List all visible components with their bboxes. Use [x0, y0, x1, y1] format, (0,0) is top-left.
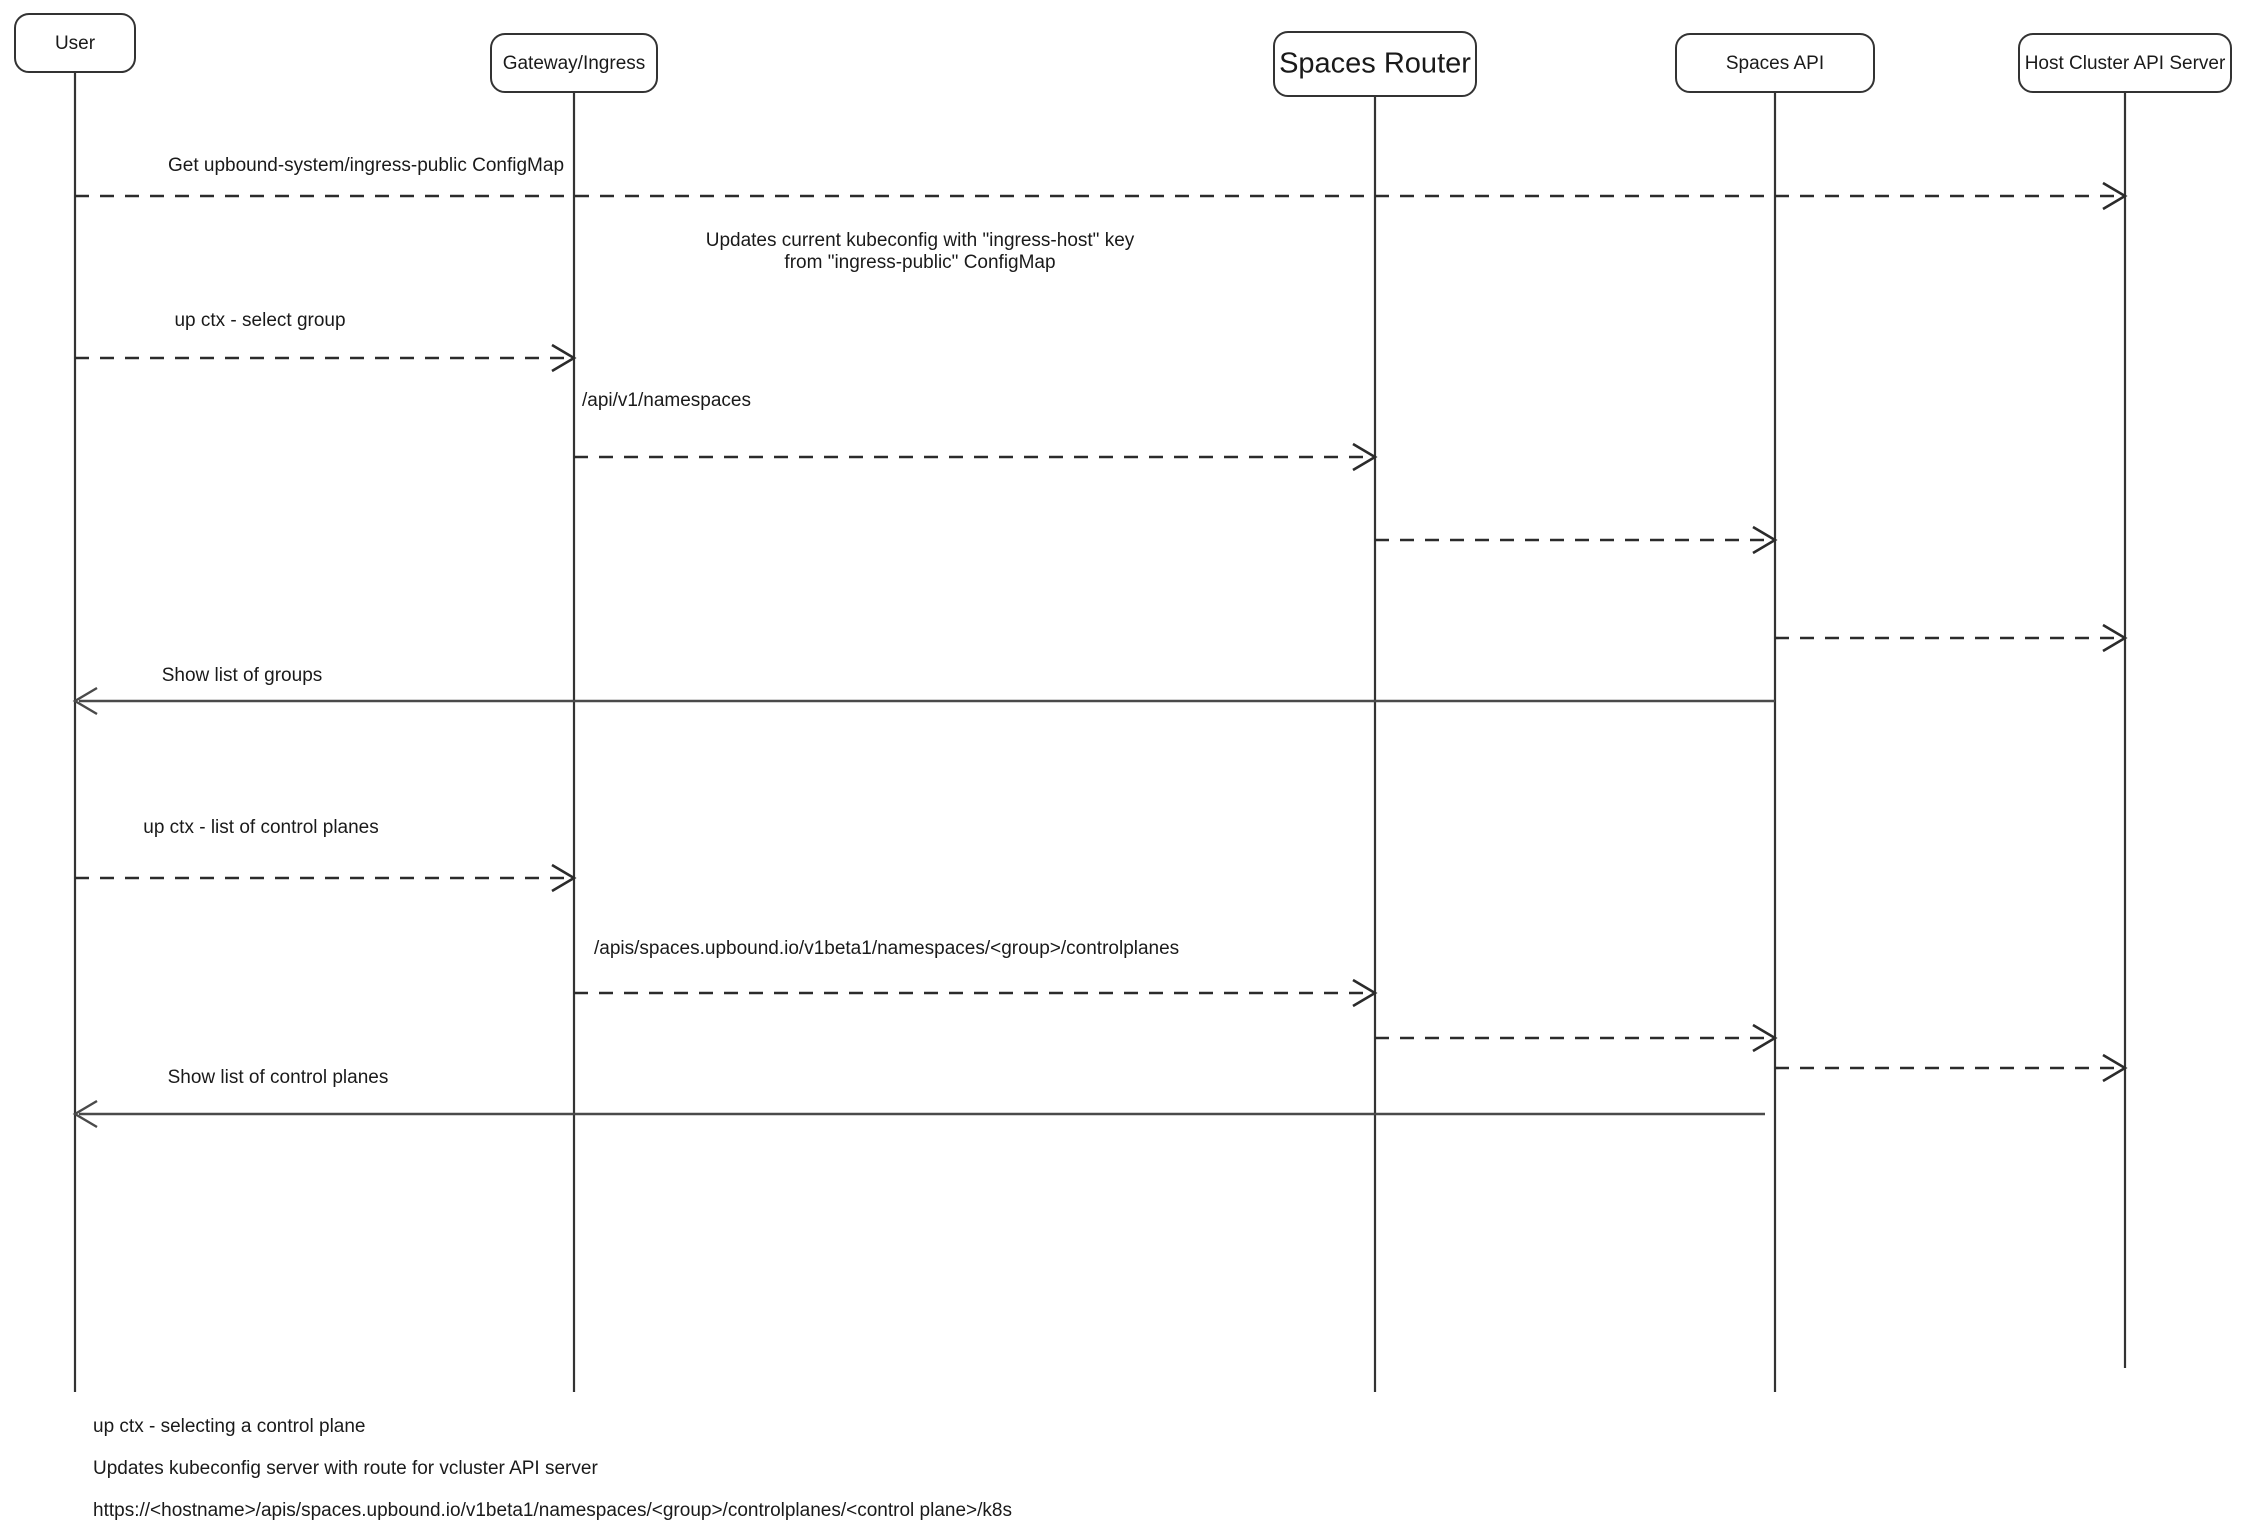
message-label-m8: /apis/spaces.upbound.io/v1beta1/namespac… — [594, 938, 1179, 959]
participant-label-router: Spaces Router — [1279, 48, 1471, 80]
note-n1-line-0: Updates current kubeconfig with "ingress… — [706, 230, 1135, 251]
message-m3 — [574, 442, 1378, 472]
message-m4 — [1375, 525, 1778, 555]
lifelines-layer — [73, 72, 2127, 1392]
arrow-head-icon-m1 — [2102, 181, 2128, 211]
arrow-head-icon-m6 — [72, 686, 98, 716]
note-n1-line-1: from "ingress-public" ConfigMap — [784, 252, 1055, 273]
arrow-head-icon-m2 — [551, 343, 577, 373]
participant-gateway[interactable]: Gateway/Ingress — [490, 33, 658, 93]
message-label-m6: Show list of groups — [162, 665, 323, 686]
message-m8 — [574, 978, 1378, 1008]
message-m9 — [1375, 1023, 1778, 1053]
labels-layer: Get upbound-system/ingress-public Config… — [143, 155, 1179, 1088]
participant-box-spaces_api[interactable] — [1675, 33, 1875, 93]
participant-label-spaces_api: Spaces API — [1726, 53, 1824, 74]
footer-notes-layer: up ctx - selecting a control planeUpdate… — [93, 1416, 1012, 1521]
participant-label-user: User — [55, 33, 96, 54]
participant-label-gateway: Gateway/Ingress — [503, 53, 646, 74]
message-m7 — [75, 863, 577, 893]
message-m1 — [75, 181, 2128, 211]
participant-box-gateway[interactable] — [490, 33, 658, 93]
arrow-head-icon-m8 — [1352, 978, 1378, 1008]
arrow-head-icon-m7 — [551, 863, 577, 893]
arrow-head-icon-m3 — [1352, 442, 1378, 472]
arrow-head-icon-m11 — [72, 1099, 98, 1129]
participant-router[interactable]: Spaces Router — [1273, 31, 1477, 97]
message-label-m11: Show list of control planes — [168, 1067, 389, 1088]
message-label-m2: up ctx - select group — [174, 310, 345, 331]
message-label-m3: /api/v1/namespaces — [582, 390, 751, 411]
arrow-head-icon-m4 — [1752, 525, 1778, 555]
participant-box-router[interactable] — [1273, 31, 1477, 97]
footer-note-f1: up ctx - selecting a control plane — [93, 1416, 366, 1437]
arrow-head-icon-m5 — [2102, 623, 2128, 653]
message-m10 — [1775, 1053, 2128, 1083]
footer-note-f2: Updates kubeconfig server with route for… — [93, 1458, 598, 1479]
participant-user[interactable]: User — [14, 13, 136, 73]
participant-label-host_api: Host Cluster API Server — [2025, 53, 2226, 74]
message-label-m7: up ctx - list of control planes — [143, 817, 379, 838]
participant-box-host_api[interactable] — [2018, 33, 2232, 93]
arrow-head-icon-m10 — [2102, 1053, 2128, 1083]
message-m11 — [72, 1099, 1765, 1129]
message-m5 — [1775, 623, 2128, 653]
footer-note-f3: https://<hostname>/apis/spaces.upbound.i… — [93, 1500, 1012, 1521]
message-label-m1: Get upbound-system/ingress-public Config… — [168, 155, 564, 176]
messages-layer — [72, 181, 2128, 1129]
participant-box-user[interactable] — [14, 13, 136, 73]
participant-host_api[interactable]: Host Cluster API Server — [2018, 33, 2232, 93]
notes-layer: Updates current kubeconfig with "ingress… — [706, 230, 1135, 273]
message-m2 — [75, 343, 577, 373]
arrow-head-icon-m9 — [1752, 1023, 1778, 1053]
message-m6 — [72, 686, 1775, 716]
participant-spaces_api[interactable]: Spaces API — [1675, 33, 1875, 93]
